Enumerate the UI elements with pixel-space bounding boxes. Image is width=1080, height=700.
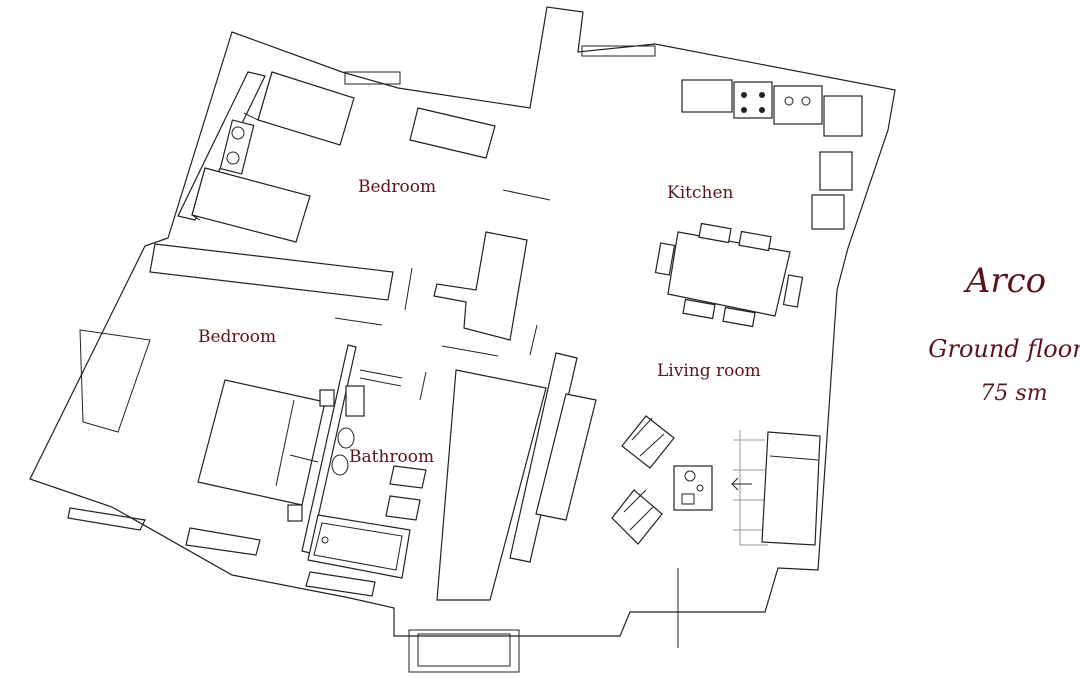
bedroom-left-furniture [197, 379, 335, 522]
plan-area: 75 sm [980, 381, 1047, 406]
plan-title: Arco [963, 261, 1046, 301]
label-living-room: Living room [657, 361, 761, 381]
label-kitchen: Kitchen [667, 183, 733, 203]
exterior-walls [29, 6, 896, 637]
living-room-furniture [535, 393, 821, 546]
bedroom-top-furniture [191, 71, 496, 243]
kitchen-furniture [654, 79, 863, 328]
label-bedroom-left: Bedroom [198, 327, 276, 347]
windows [79, 45, 656, 433]
plan-subtitle: Ground floor [928, 335, 1080, 363]
balcony [408, 629, 520, 673]
bathroom-fixtures [307, 385, 427, 579]
label-bedroom-top: Bedroom [358, 177, 436, 197]
label-bathroom: Bathroom [349, 447, 434, 467]
